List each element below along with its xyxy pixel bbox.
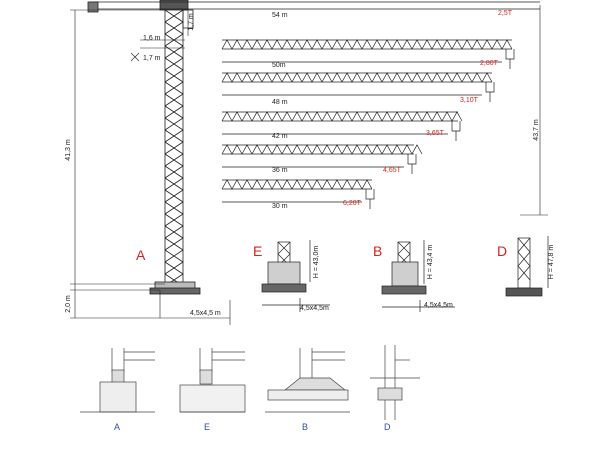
tower-brace [164,165,184,179]
jib-truss [221,179,373,190]
tower-brace [164,21,184,35]
head-side-label: 1,7 m [143,55,161,62]
jib-row: 48 m 3,10T [221,72,495,106]
jib-truss [485,82,495,102]
variant-letter-b: B [373,243,382,259]
jibs: 54 m 2,5T 50m 2,80T 48 m 3,10T 42 m 3,65T 36 m 4,… [221,10,515,210]
variant-b-height: H = 43,4 m [427,245,434,280]
tower-brace [164,105,184,119]
variant-letter-e: E [253,243,262,259]
jib-row: 54 m 2,5T [272,10,513,19]
foundation-a [80,348,155,413]
jib-length-label: 30 m [272,203,288,210]
jib-length-label: 48 m [272,99,288,106]
variant-e-height: H = 43,0m [313,246,320,279]
dimension-lines [70,9,231,325]
base-height-label: 2,0 m [65,295,72,313]
tower-brace [164,57,184,71]
jib-load-label: 6,20T [343,200,362,207]
variant-d-base [505,236,549,297]
total-height-label: 41,3 m [65,139,72,161]
variant-letter-a: A [136,247,146,263]
jib-row: 42 m 3,65T [221,111,463,141]
tower-brace [164,141,184,155]
jib-load-label: 2,80T [480,60,499,67]
variant-b-base [381,240,455,312]
right-height-label: 43,7 m [533,119,540,141]
variant-d-height: H = 47,8 m [548,245,555,280]
jib-row: 50m 2,80T [221,39,515,69]
jib-row: 30 m 6,20T [221,179,375,210]
jib-load-label: 3,65T [426,130,445,137]
main-tower [149,0,201,295]
jib-truss [407,154,417,174]
jib-load-label: 2,5T [498,10,513,17]
jib-truss [451,121,461,141]
jib-length-label: 36 m [272,167,288,174]
tower-brace [164,69,184,83]
jib-truss [221,39,513,50]
tower-brace [164,153,184,167]
tower-brace [164,213,184,227]
jib-length-label: 54 m [272,12,288,19]
foundation-e [179,348,246,413]
tower-brace [164,237,184,251]
jib-truss [221,111,463,122]
tower-brace [164,129,184,143]
foundation-label-d: D [384,422,391,432]
variant-letter-d: D [497,243,507,259]
tower-brace [164,261,184,275]
jib-truss [221,72,493,83]
top-jib [87,1,540,13]
variant-e-base [261,240,330,312]
right-dimension [520,5,548,216]
jib-length-label: 42 m [272,133,288,140]
jib-length-label: 50m [272,62,286,69]
tower-brace [164,117,184,131]
tower-brace [164,81,184,95]
tower-brace [164,93,184,107]
slope-icon [130,52,140,62]
head-width-label: 1,6 m [143,35,161,42]
jib-truss [221,144,423,155]
foundation-label-b: B [302,422,308,432]
foundation-d [370,345,420,420]
foundation-label-e: E [204,422,210,432]
base-size-label: 4,5x4,5 m [190,310,221,317]
tower-brace [164,189,184,203]
jib-load-label: 3,10T [460,97,479,104]
top-height-label: 1,7 m [188,13,195,31]
tower-brace [164,177,184,191]
jib-row: 36 m 4,65T [221,144,423,174]
tower-brace [164,9,184,23]
foundation-b [265,348,350,413]
jib-load-label: 4,65T [383,167,402,174]
foundation-label-a: A [114,422,120,432]
jib-truss [505,49,515,69]
variant-b-base-size: 4,5x4,5m [424,302,453,309]
tower-brace [164,249,184,263]
jib-truss [222,39,512,50]
tower-brace [164,225,184,239]
variant-e-base-size: 4,5x4,5m [300,305,329,312]
tower-brace [164,201,184,215]
jib-truss [365,189,375,209]
jib-truss [222,111,458,122]
